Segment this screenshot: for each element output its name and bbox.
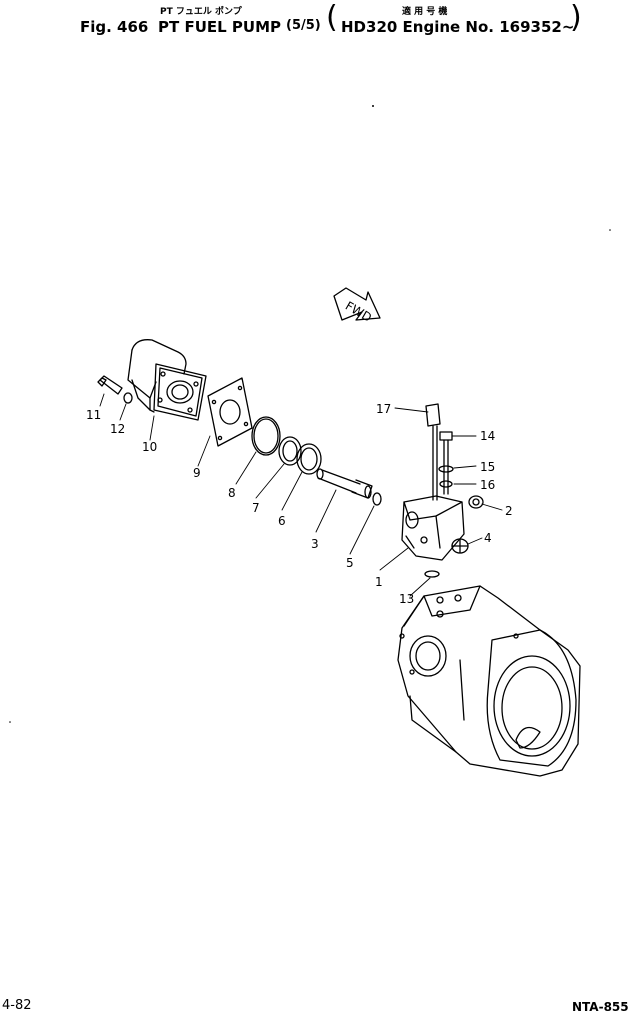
callout-4: 4 [484,531,492,545]
shaft-part-3 [316,468,373,499]
title-japanese: PT フュエル ポンプ [160,7,242,17]
gasket-part [207,377,253,447]
ring-part-7 [278,436,302,466]
leader-lines [99,393,503,597]
washer-part-15 [438,465,454,473]
figure-title: PT FUEL PUMP [158,18,281,36]
forward-arrow-icon [333,287,381,321]
applicability-japanese: 適 用 号 機 [402,7,448,17]
callout-1: 1 [375,575,383,589]
callout-8: 8 [228,486,236,500]
sheet-number: (5/5) [286,18,321,33]
callout-15: 15 [480,460,495,474]
callout-14: 14 [480,429,495,443]
callout-5: 5 [346,556,354,570]
plug-part-2 [468,495,484,509]
callout-16: 16 [480,478,495,492]
applicable-serial: HD320 Engine No. 169352~ [341,18,575,36]
plug-part-4 [451,538,469,554]
bolt-part-14 [439,431,453,495]
callout-2: 2 [505,504,513,518]
figure-number: Fig. 466 [80,18,149,36]
open-paren: ( [326,0,338,35]
close-paren: ) [570,0,582,35]
callout-12: 12 [110,422,125,436]
callout-7: 7 [252,501,260,515]
pump-body-part-1 [401,495,465,561]
drawing-code: NTA-855 [572,1000,629,1014]
pump-cover-part [127,339,207,421]
callout-11: 11 [86,408,101,422]
callout-17: 17 [376,402,391,416]
ring-part-6 [296,443,322,475]
callout-10: 10 [142,440,157,454]
callout-13: 13 [399,592,414,606]
o-ring-part-16 [439,480,453,488]
bolt-part-11 [97,375,123,395]
washer-part-13 [424,570,440,578]
gear-housing [397,585,581,777]
fwd-label: FWD [343,299,374,325]
scan-dots [9,105,611,723]
page-number: 4-82 [2,998,32,1013]
o-ring-part-8 [251,416,281,456]
callout-9: 9 [193,466,201,480]
bolt-part-17 [425,403,441,501]
callout-3: 3 [311,537,319,551]
callout-6: 6 [278,514,286,528]
o-ring-part-5 [372,492,382,506]
washer-part-12 [123,392,133,404]
